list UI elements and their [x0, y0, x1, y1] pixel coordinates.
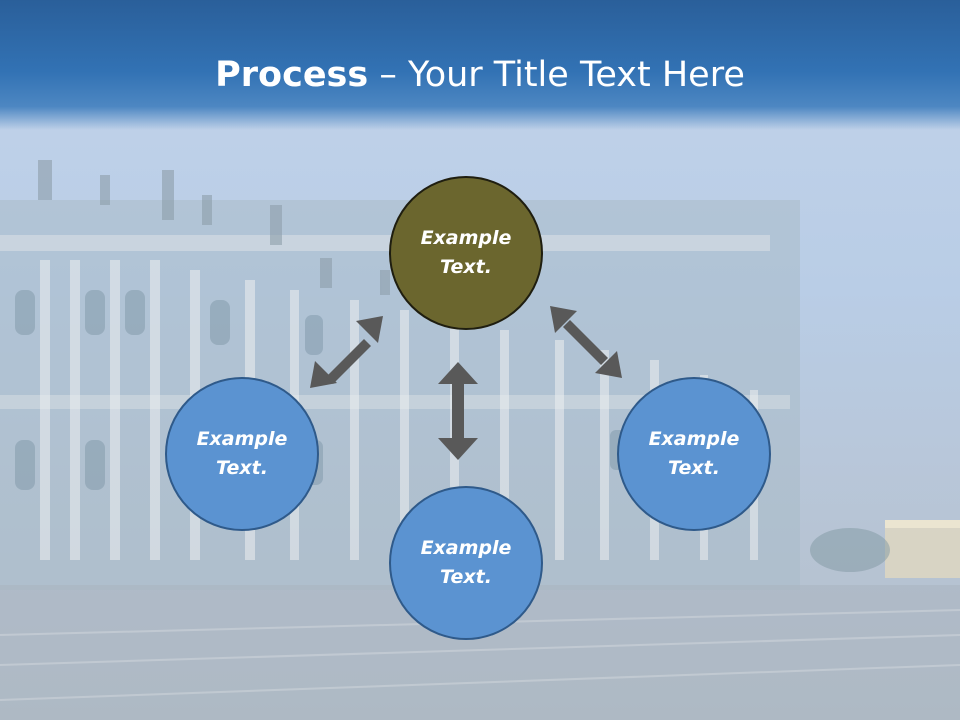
node-top: Example Text.	[389, 176, 543, 330]
node-bottom-line1: Example	[421, 534, 512, 563]
node-left: Example Text.	[165, 377, 319, 531]
node-bottom: Example Text.	[389, 486, 543, 640]
node-right: Example Text.	[617, 377, 771, 531]
title-bold: Process	[215, 55, 368, 95]
node-top-line1: Example	[421, 224, 512, 253]
node-bottom-line2: Text.	[440, 563, 492, 592]
node-left-line1: Example	[197, 425, 288, 454]
title-rest: – Your Title Text Here	[368, 55, 745, 95]
node-right-line1: Example	[649, 425, 740, 454]
node-left-line2: Text.	[216, 454, 268, 483]
slide-title: Process – Your Title Text Here	[0, 52, 960, 98]
node-top-line2: Text.	[440, 253, 492, 282]
node-right-line2: Text.	[668, 454, 720, 483]
